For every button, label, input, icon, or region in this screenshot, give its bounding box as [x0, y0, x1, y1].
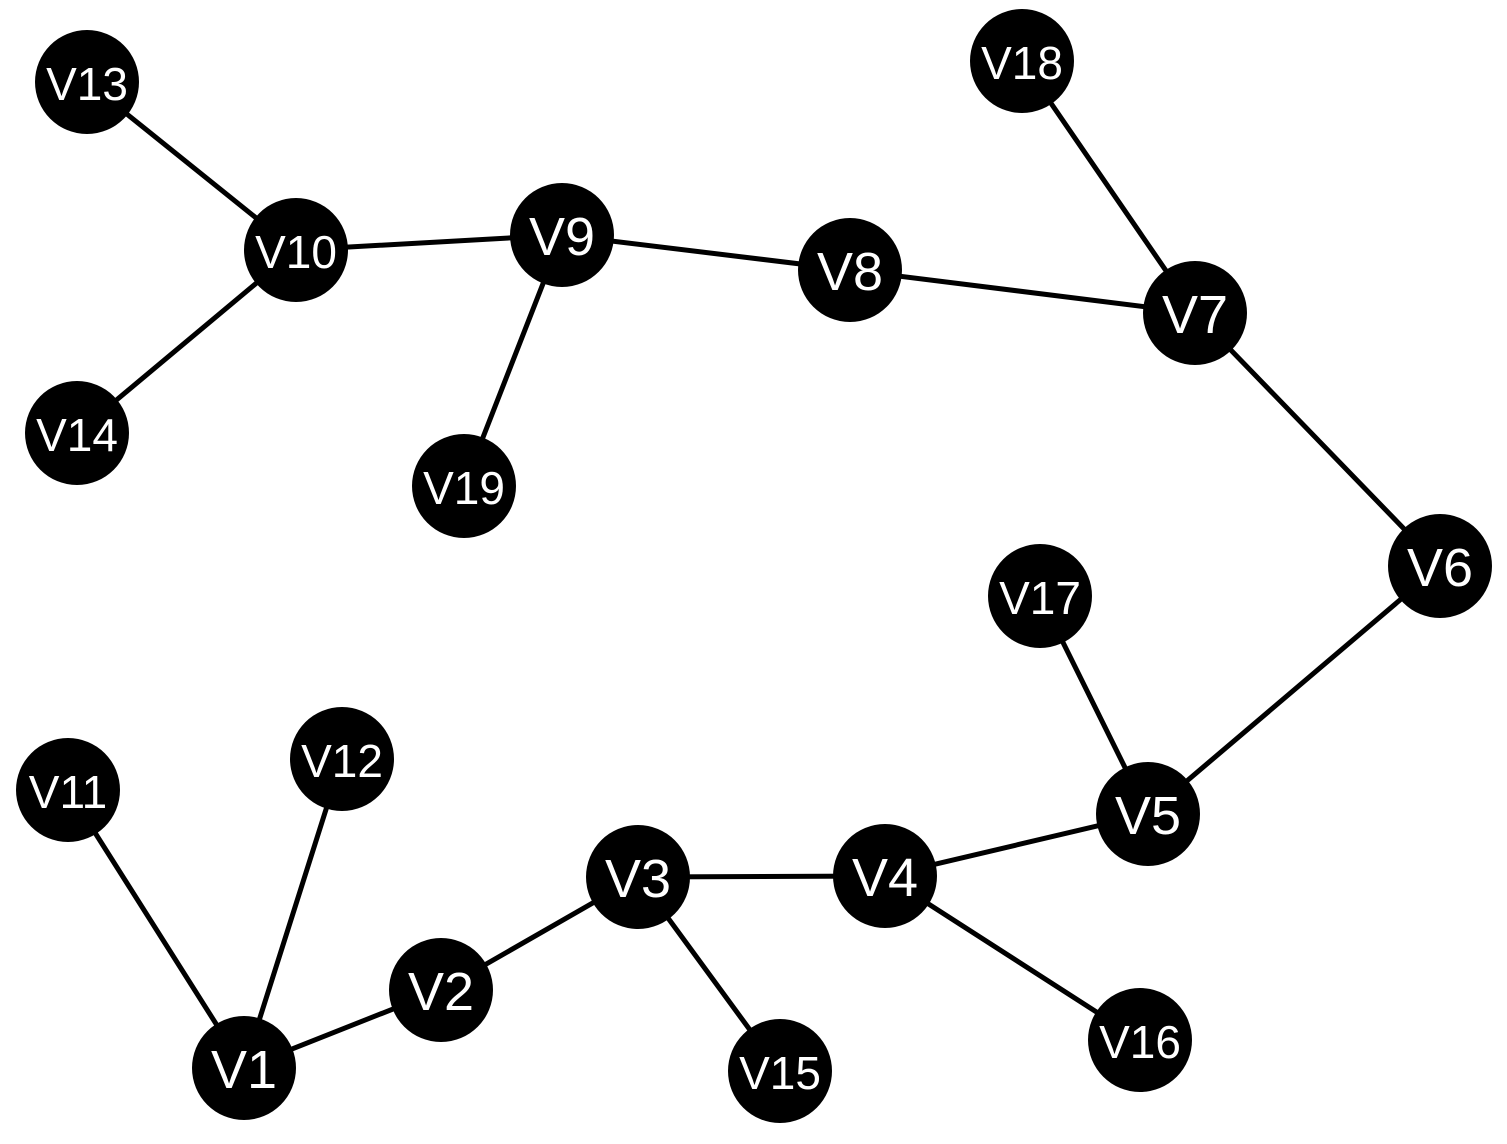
node-circle — [728, 1019, 832, 1123]
node-label: V12 — [301, 735, 383, 787]
node-circle — [16, 738, 120, 842]
node-circle — [510, 183, 614, 287]
node-v13: V13 — [35, 30, 139, 134]
node-label: V6 — [1407, 538, 1473, 598]
node-circle — [412, 434, 516, 538]
node-circle — [192, 1016, 296, 1120]
node-v11: V11 — [16, 738, 120, 842]
node-label: V7 — [1162, 285, 1228, 345]
node-v8: V8 — [798, 218, 902, 322]
node-v16: V16 — [1088, 988, 1192, 1092]
node-v9: V9 — [510, 183, 614, 287]
node-circle — [970, 9, 1074, 113]
node-circle — [586, 825, 690, 929]
node-v17: V17 — [988, 544, 1092, 648]
node-label: V19 — [423, 462, 505, 514]
node-circle — [1143, 261, 1247, 365]
node-label: V8 — [817, 242, 883, 302]
node-v15: V15 — [728, 1019, 832, 1123]
node-circle — [389, 938, 493, 1042]
edge-v6-v7 — [1192, 310, 1443, 569]
node-label: V1 — [211, 1040, 277, 1100]
node-v3: V3 — [586, 825, 690, 929]
node-v5: V5 — [1096, 762, 1200, 866]
node-circle — [25, 381, 129, 485]
node-v1: V1 — [192, 1016, 296, 1120]
edge-v5-v6 — [1145, 563, 1443, 817]
node-label: V18 — [981, 37, 1063, 89]
node-v19: V19 — [412, 434, 516, 538]
node-circle — [290, 707, 394, 811]
node-v18: V18 — [970, 9, 1074, 113]
node-circle — [1388, 514, 1492, 618]
node-circle — [833, 824, 937, 928]
edge-v7-v8 — [847, 267, 1198, 316]
node-v12: V12 — [290, 707, 394, 811]
node-circle — [1088, 988, 1192, 1092]
node-label: V5 — [1115, 786, 1181, 846]
edge-v1-v11 — [65, 787, 247, 1071]
node-label: V15 — [739, 1047, 821, 1099]
node-label: V14 — [36, 409, 118, 461]
node-label: V2 — [408, 962, 474, 1022]
node-label: V9 — [529, 207, 595, 267]
node-circle — [988, 544, 1092, 648]
node-v2: V2 — [389, 938, 493, 1042]
node-label: V3 — [605, 849, 671, 909]
node-v14: V14 — [25, 381, 129, 485]
node-label: V17 — [999, 572, 1081, 624]
node-circle — [1096, 762, 1200, 866]
node-circle — [244, 198, 348, 302]
node-v4: V4 — [833, 824, 937, 928]
node-v7: V7 — [1143, 261, 1247, 365]
node-v6: V6 — [1388, 514, 1492, 618]
node-circle — [798, 218, 902, 322]
node-circle — [35, 30, 139, 134]
node-label: V16 — [1099, 1016, 1181, 1068]
node-label: V11 — [29, 766, 107, 818]
node-label: V13 — [46, 58, 128, 110]
edge-v1-v12 — [241, 756, 345, 1071]
node-label: V4 — [852, 848, 918, 908]
node-v10: V10 — [244, 198, 348, 302]
node-label: V10 — [255, 226, 337, 278]
